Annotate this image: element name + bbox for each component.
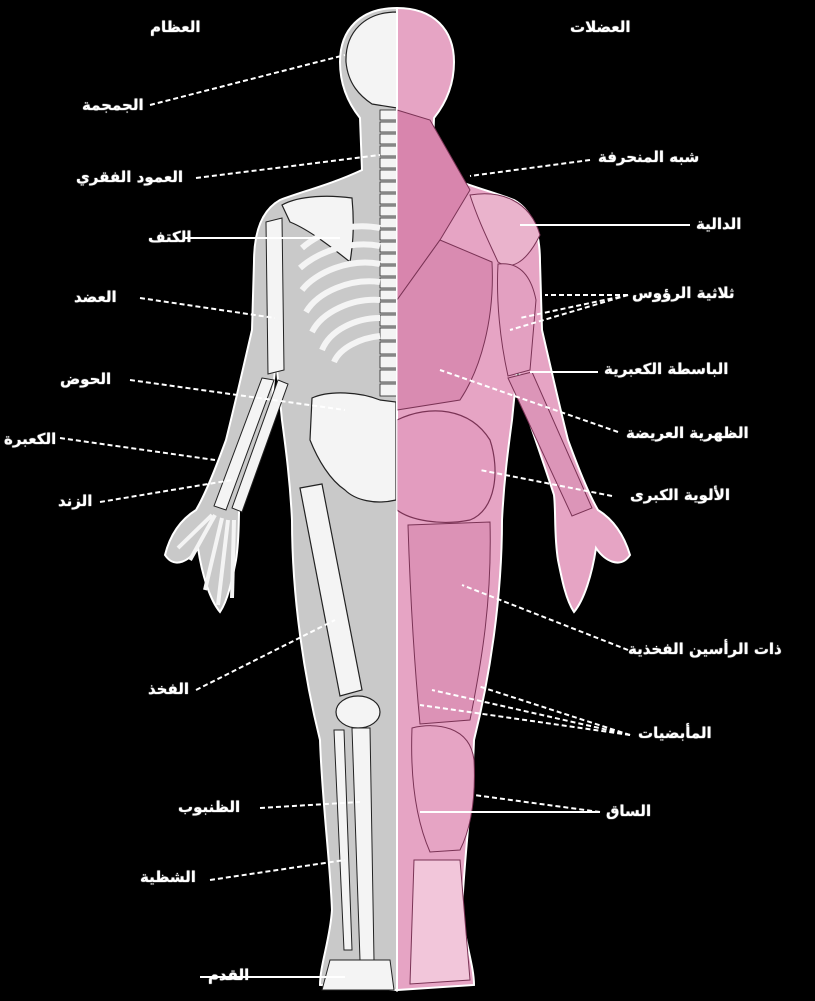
label-hamstrings: المأبضيات [638, 724, 712, 742]
foot-bone [322, 960, 394, 990]
label-spine: العمود الفقري [76, 168, 183, 186]
label-pelvis: الحوض [60, 370, 111, 388]
skeleton-half [165, 8, 397, 990]
label-tibia: الظنبوب [178, 798, 240, 816]
label-femur: الفخذ [148, 680, 189, 698]
heading-muscles: العضلات [570, 18, 630, 36]
leader-radius [60, 438, 215, 460]
label-fibula: الشظية [140, 868, 196, 886]
muscle-half [397, 8, 630, 990]
label-skull: الجمجمة [82, 96, 144, 114]
label-ulna: الزند [58, 492, 92, 510]
label-calf: الساق [606, 802, 651, 820]
label-triceps: ثلاثية الرؤوس [632, 284, 735, 302]
heading-bones: العظام [150, 18, 200, 36]
leader-fibula [210, 860, 345, 880]
heel [410, 860, 470, 984]
label-gluteus: الألوية الكبرى [630, 486, 730, 504]
label-radius: الكعبرة [4, 430, 56, 448]
label-extensor: الباسطة الكعبرية [604, 360, 728, 378]
leader-trapezius [470, 160, 590, 176]
label-latissimus: الظهرية العريضة [626, 424, 749, 442]
gluteus-muscle [397, 411, 495, 523]
label-humerus: العضد [74, 288, 117, 306]
label-trapezius: شبه المنحرفة [598, 148, 699, 166]
knee-bone [336, 696, 380, 728]
label-biceps-femoris: ذات الرأسين الفخذية [628, 640, 782, 658]
leader-hamstrings-1 [478, 686, 630, 735]
label-foot: القدم [208, 966, 249, 984]
label-scapula: الكتف [148, 228, 191, 246]
leader-calf-2 [474, 795, 600, 812]
label-deltoid: الدالية [696, 215, 741, 233]
humerus-bone [266, 218, 284, 374]
leader-skull [150, 55, 345, 105]
